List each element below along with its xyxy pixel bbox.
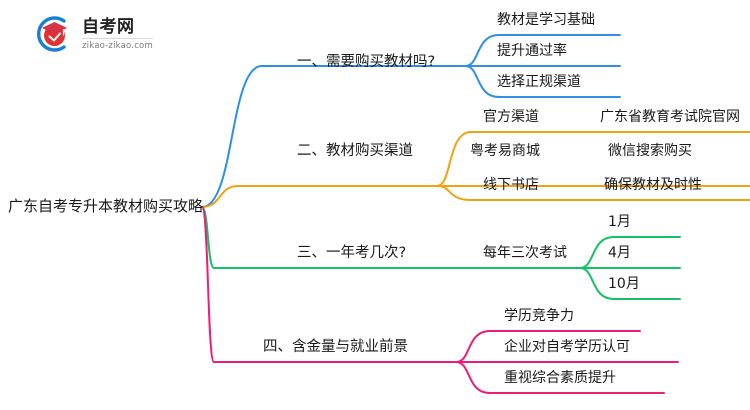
mindmap-branch-1-child-2[interactable]: 提升通过率 bbox=[497, 43, 567, 59]
mindmap-branch-3[interactable]: 三、一年考几次? bbox=[297, 245, 407, 261]
mindmap-branch-2-child-2[interactable]: 粤考易商城 bbox=[470, 143, 540, 159]
mindmap-branch-2-child-1[interactable]: 官方渠道 bbox=[483, 109, 539, 125]
mindmap-connector bbox=[464, 34, 500, 67]
mindmap-branch-3-mid-node[interactable]: 每年三次考试 bbox=[483, 245, 567, 261]
mindmap-branch-3-child-2[interactable]: 4月 bbox=[608, 245, 631, 261]
mindmap-branch-1-child-1[interactable]: 教材是学习基础 bbox=[497, 12, 595, 28]
mindmap-connector bbox=[201, 206, 215, 363]
mindmap-branch-4-child-1[interactable]: 学历竞争力 bbox=[504, 308, 574, 324]
mindmap-connector bbox=[436, 185, 472, 201]
mindmap-branch-2-child-3-sub-1[interactable]: 确保教材及时性 bbox=[604, 177, 702, 193]
logo-text-block: 自考网 zikao-zikao.com bbox=[82, 16, 153, 52]
mindmap-branch-2[interactable]: 二、教材购买渠道 bbox=[297, 143, 413, 159]
logo-title: 自考网 bbox=[82, 17, 135, 37]
mindmap-connector bbox=[436, 131, 472, 187]
mindmap-branch-2-child-3[interactable]: 线下书店 bbox=[483, 177, 539, 193]
mindmap-connector bbox=[455, 361, 491, 394]
mindmap-branch-1[interactable]: 一、需要购买教材吗? bbox=[297, 54, 436, 70]
mindmap-connector bbox=[579, 267, 615, 300]
mindmap-connector bbox=[201, 65, 263, 208]
mindmap-connector bbox=[455, 330, 491, 363]
mindmap-branch-4[interactable]: 四、含金量与就业前景 bbox=[263, 339, 408, 355]
graduation-cap-circle-icon bbox=[30, 12, 74, 56]
mindmap-branch-3-child-1[interactable]: 1月 bbox=[608, 214, 631, 230]
logo-subtitle: zikao-zikao.com bbox=[82, 38, 153, 52]
mindmap-connector bbox=[464, 65, 500, 98]
mindmap-branch-2-child-2-sub-1[interactable]: 微信搜索购买 bbox=[608, 143, 692, 159]
mindmap-root-node[interactable]: 广东自考专升本教材购买攻略 bbox=[8, 197, 204, 215]
mindmap-branch-3-child-3[interactable]: 10月 bbox=[608, 276, 640, 292]
mindmap-branch-1-child-3[interactable]: 选择正规渠道 bbox=[497, 74, 581, 90]
mindmap-branch-2-child-1-sub-1[interactable]: 广东省教育考试院官网 bbox=[600, 109, 740, 125]
mindmap-branch-4-child-2[interactable]: 企业对自考学历认可 bbox=[504, 339, 630, 355]
mindmap-branch-4-child-3[interactable]: 重视综合素质提升 bbox=[504, 370, 616, 386]
mindmap-connector bbox=[201, 185, 239, 208]
site-logo: 自考网 zikao-zikao.com bbox=[30, 10, 180, 58]
